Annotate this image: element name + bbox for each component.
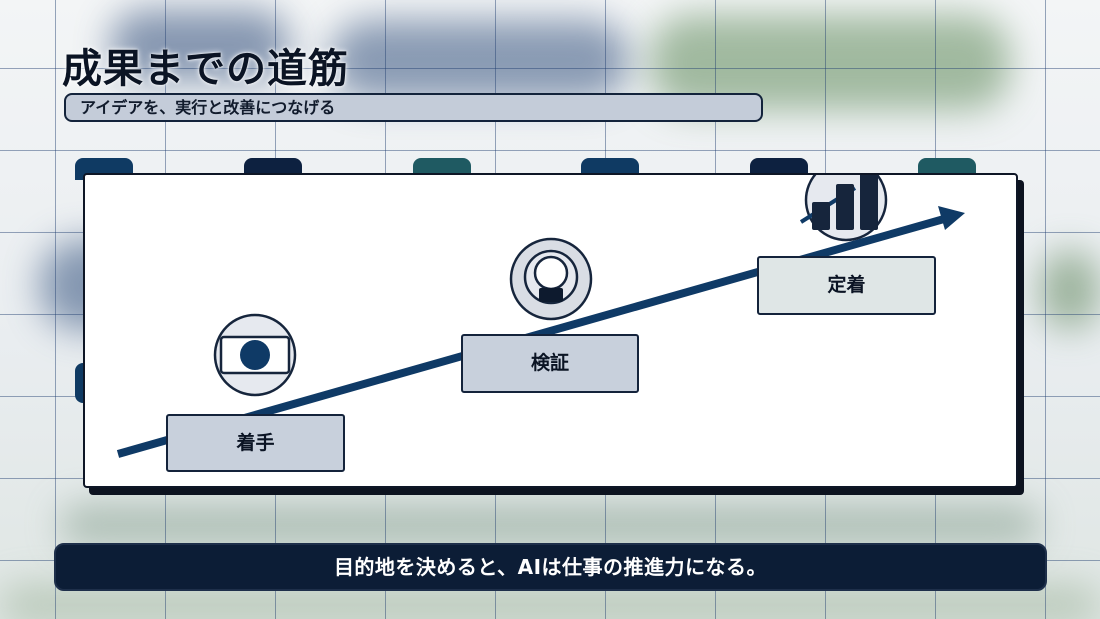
background-blob [330,20,630,100]
progress-arrow-head [938,206,965,230]
target-icon [213,313,297,397]
background-blob [60,505,1040,545]
step-label-establish: 定着 [757,256,936,315]
step-label-verify: 検証 [461,334,639,393]
step-label-start: 着手 [166,414,345,472]
lightbulb-icon [509,237,593,321]
footer-banner: 目的地を決めると、AIは仕事の推進力になる。 [54,543,1047,591]
background-blob [110,10,290,80]
growth-chart-icon [799,175,888,242]
background-blob [1040,250,1100,330]
page-subtitle: アイデアを、実行と改善につなげる [64,93,763,122]
roadmap-card: 着手 検証 定着 [83,173,1018,488]
page-title: 成果までの道筋 [62,46,349,92]
